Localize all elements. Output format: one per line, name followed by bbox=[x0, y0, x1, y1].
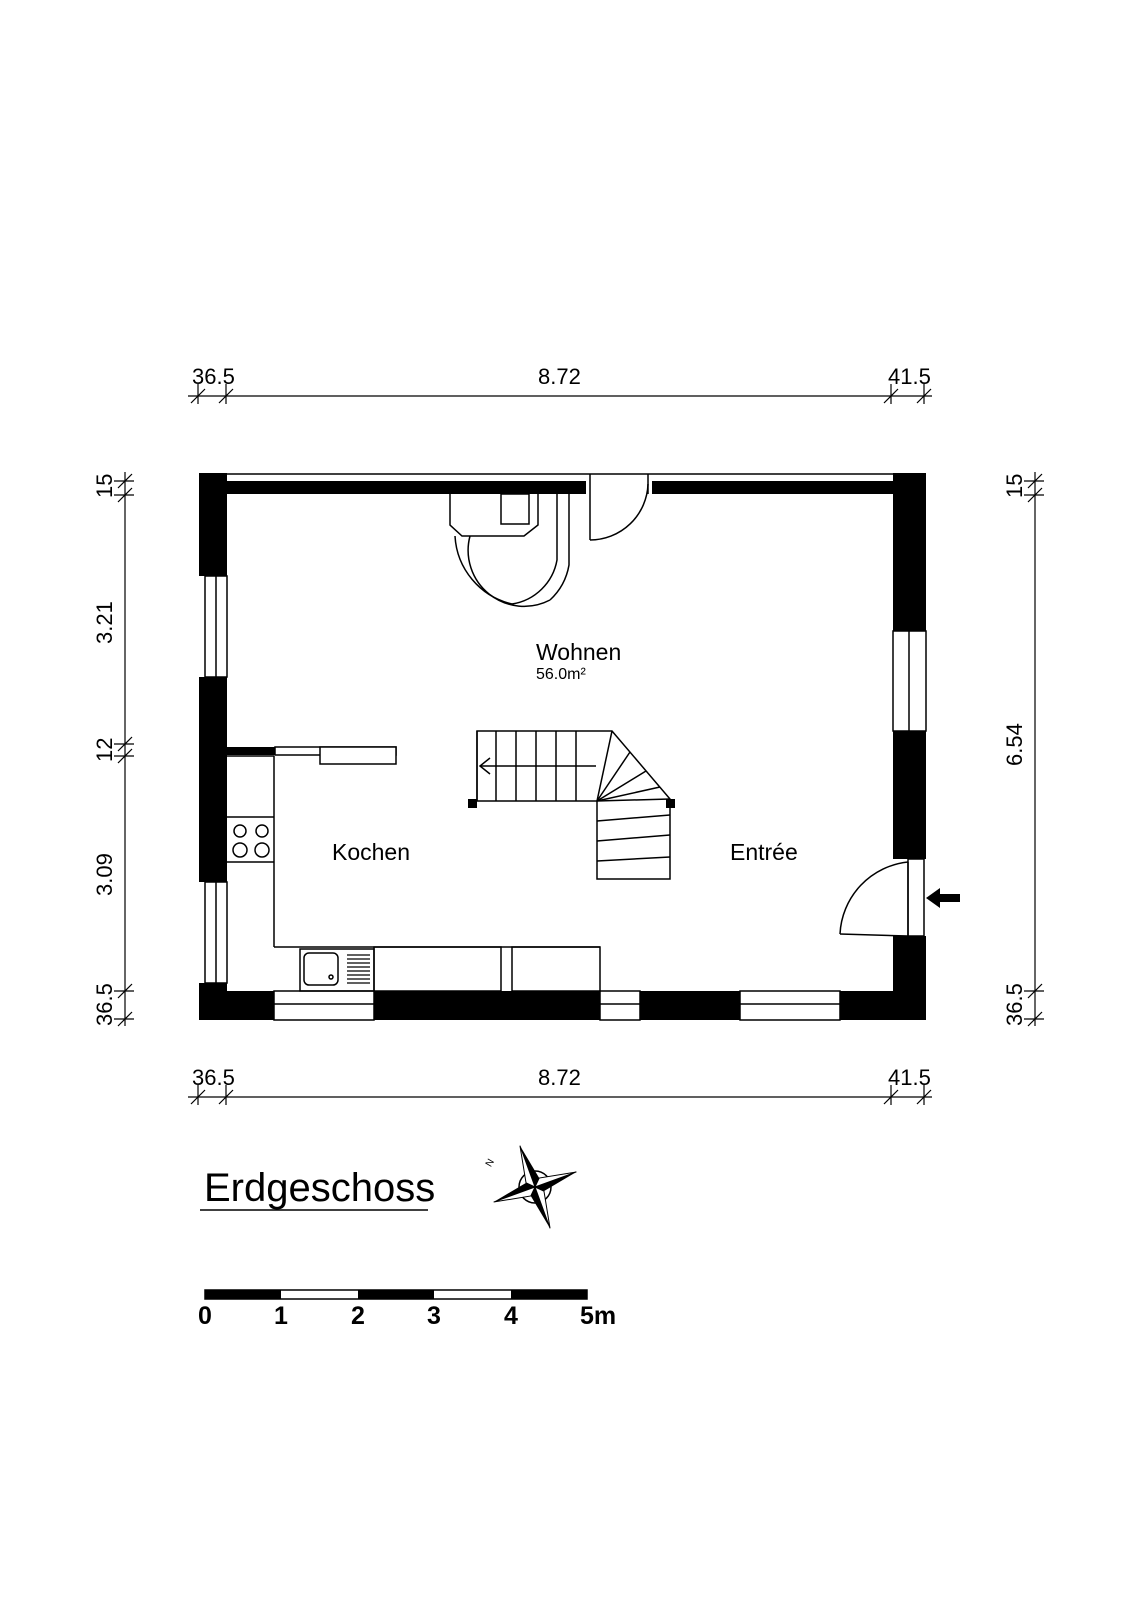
floor-title: Erdgeschoss bbox=[204, 1166, 435, 1210]
scale-bar: 0 1 2 3 4 5m bbox=[198, 1289, 616, 1330]
dimension-right: 15 6.54 36.5 bbox=[1002, 472, 1044, 1027]
window-bottom-small bbox=[599, 990, 641, 1021]
compass-north-label: N bbox=[484, 1157, 497, 1169]
compass-icon: N bbox=[484, 1145, 577, 1229]
dim-right-3: 36.5 bbox=[1002, 983, 1027, 1026]
window-bottom-left bbox=[273, 990, 375, 1021]
dimension-bottom: 36.5 8.72 41.5 bbox=[188, 1065, 932, 1105]
dim-right-2: 6.54 bbox=[1002, 723, 1027, 766]
scale-label-2: 2 bbox=[351, 1302, 365, 1330]
dim-top-center: 8.72 bbox=[538, 364, 581, 389]
window-right bbox=[892, 630, 927, 732]
room-area-wohnen: 56.0m² bbox=[536, 666, 586, 683]
dim-bottom-right: 41.5 bbox=[888, 1065, 931, 1090]
exterior-walls bbox=[199, 473, 926, 1020]
entrance-arrow-icon bbox=[926, 888, 960, 908]
kitchen bbox=[227, 746, 601, 992]
dim-left-1: 15 bbox=[92, 474, 117, 498]
room-label-wohnen: Wohnen bbox=[536, 639, 621, 665]
window-bottom-right bbox=[739, 990, 841, 1021]
dim-left-3: 12 bbox=[92, 738, 117, 762]
room-label-kochen: Kochen bbox=[332, 839, 410, 865]
scale-label-1: 1 bbox=[274, 1302, 288, 1330]
scale-label-0: 0 bbox=[198, 1302, 212, 1330]
dimension-left: 15 3.21 12 3.09 36.5 bbox=[92, 472, 134, 1027]
stove-icon bbox=[232, 824, 270, 858]
dim-top-left: 36.5 bbox=[192, 364, 235, 389]
scale-label-5: 5m bbox=[580, 1302, 616, 1330]
fireplace bbox=[449, 493, 570, 608]
door-entrance bbox=[839, 858, 925, 937]
dim-right-1: 15 bbox=[1002, 474, 1027, 498]
window-left-upper bbox=[204, 575, 228, 678]
dim-left-5: 36.5 bbox=[92, 983, 117, 1026]
door-top bbox=[589, 474, 649, 541]
window-left-lower bbox=[204, 881, 228, 984]
sink-icon bbox=[299, 948, 375, 992]
windows bbox=[204, 575, 927, 1021]
dim-bottom-left: 36.5 bbox=[192, 1065, 235, 1090]
scale-label-3: 3 bbox=[427, 1302, 441, 1330]
dim-left-2: 3.21 bbox=[92, 601, 117, 644]
dim-left-4: 3.09 bbox=[92, 853, 117, 896]
room-label-entree: Entrée bbox=[730, 839, 798, 865]
dimension-top: 36.5 8.72 41.5 bbox=[188, 364, 932, 404]
staircase bbox=[468, 730, 675, 880]
dim-top-right: 41.5 bbox=[888, 364, 931, 389]
dim-bottom-center: 8.72 bbox=[538, 1065, 581, 1090]
scale-label-4: 4 bbox=[504, 1302, 518, 1330]
